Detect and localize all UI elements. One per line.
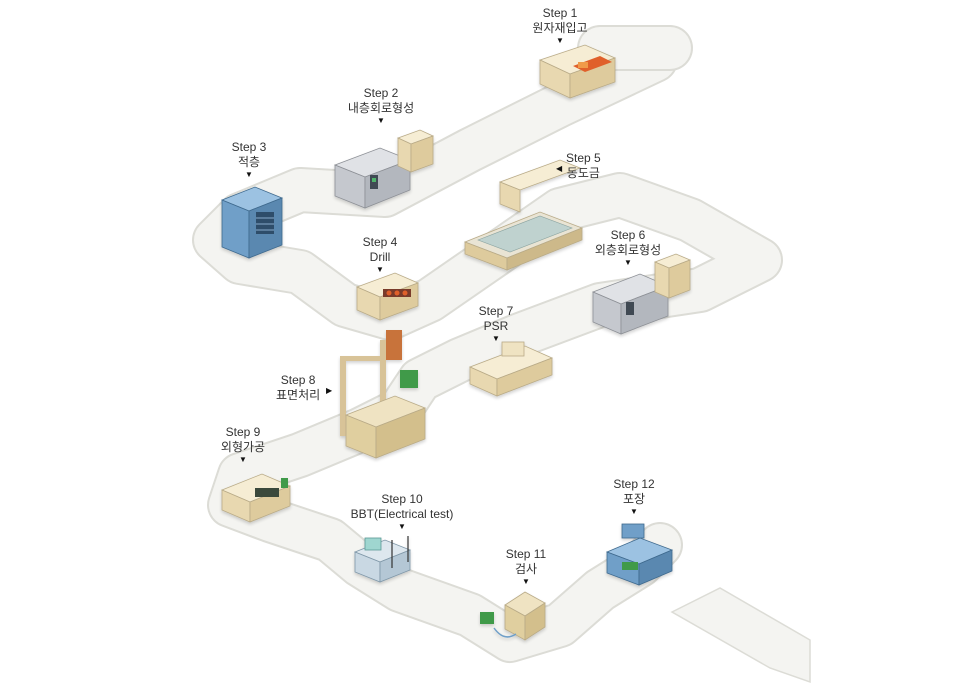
step-12-label: Step 12 포장 ▼ <box>613 477 654 517</box>
step-10-pointer-icon: ▼ <box>398 522 406 531</box>
step-9-pointer-icon: ▼ <box>239 455 247 464</box>
step-5-pointer-icon: ◀ <box>556 164 563 173</box>
step-6-name: 외층회로형성 <box>594 243 662 257</box>
step-9-label: Step 9 외형가공 ▼ <box>221 425 265 465</box>
step-11-number: Step 11 <box>505 547 547 561</box>
step-5-name: 동도금 <box>566 166 600 180</box>
step-3-name: 적층 <box>237 155 261 169</box>
step-2-number: Step 2 <box>363 86 399 100</box>
step-4-pointer-icon: ▼ <box>376 265 384 274</box>
step-12-pointer-icon: ▼ <box>630 507 638 516</box>
step-1-pointer-icon: ▼ <box>556 36 564 45</box>
step-10-name: BBT(Electrical test) <box>350 507 454 521</box>
step10-machine <box>353 536 412 583</box>
step-9-name: 외형가공 <box>220 440 266 454</box>
step-8-label: Step 8 표면처리 ▶ <box>276 373 332 403</box>
step11-machine <box>480 591 546 641</box>
step-4-name: Drill <box>369 250 391 264</box>
step-12-name: 포장 <box>622 492 646 506</box>
step-3-pointer-icon: ▼ <box>245 170 253 179</box>
step4-machine <box>355 272 420 321</box>
step-11-pointer-icon: ▼ <box>522 577 530 586</box>
step-2-name: 내층회로형성 <box>347 101 415 115</box>
step-2-pointer-icon: ▼ <box>377 116 385 125</box>
step-9-number: Step 9 <box>225 425 261 439</box>
step-3-number: Step 3 <box>231 140 267 154</box>
step-4-label: Step 4 Drill ▼ <box>363 235 398 275</box>
step6-machine <box>591 253 692 335</box>
step-7-number: Step 7 <box>478 304 514 318</box>
step-12-number: Step 12 <box>613 477 655 491</box>
step2-machine <box>333 129 435 209</box>
step-1-number: Step 1 <box>542 6 578 20</box>
step-8-pointer-icon: ▶ <box>326 386 333 395</box>
step-1-label: Step 1 원자재입고 ▼ <box>532 6 587 46</box>
step-5-label: ◀ Step 5 동도금 <box>556 151 601 181</box>
exit-walkway <box>670 587 811 684</box>
step-7-label: Step 7 PSR ▼ <box>479 304 514 344</box>
step-7-name: PSR <box>483 319 509 333</box>
step12-machine <box>605 523 674 586</box>
step-1-name: 원자재입고 <box>532 21 588 35</box>
step-4-number: Step 4 <box>362 235 398 249</box>
step-11-name: 검사 <box>514 562 538 576</box>
step-10-number: Step 10 <box>381 492 423 506</box>
step-2-label: Step 2 내층회로형성 ▼ <box>348 86 414 126</box>
step7-machine <box>468 341 554 397</box>
step-3-label: Step 3 적층 ▼ <box>232 140 267 180</box>
walkway-path <box>192 25 783 663</box>
step-10-label: Step 10 BBT(Electrical test) ▼ <box>351 492 454 532</box>
step-5-number: Step 5 <box>566 151 601 165</box>
step-8-number: Step 8 <box>280 373 316 387</box>
step-11-label: Step 11 검사 ▼ <box>506 547 546 587</box>
step8-machine <box>340 330 427 459</box>
step3-machine <box>220 186 284 259</box>
step9-machine <box>220 473 292 523</box>
step-6-label: Step 6 외층회로형성 ▼ <box>595 228 661 268</box>
step5-machine <box>463 159 584 271</box>
step-6-number: Step 6 <box>610 228 646 242</box>
step-8-name: 표면처리 <box>276 388 321 402</box>
step-7-pointer-icon: ▼ <box>492 334 500 343</box>
step-6-pointer-icon: ▼ <box>624 258 632 267</box>
step1-machine <box>538 44 617 99</box>
